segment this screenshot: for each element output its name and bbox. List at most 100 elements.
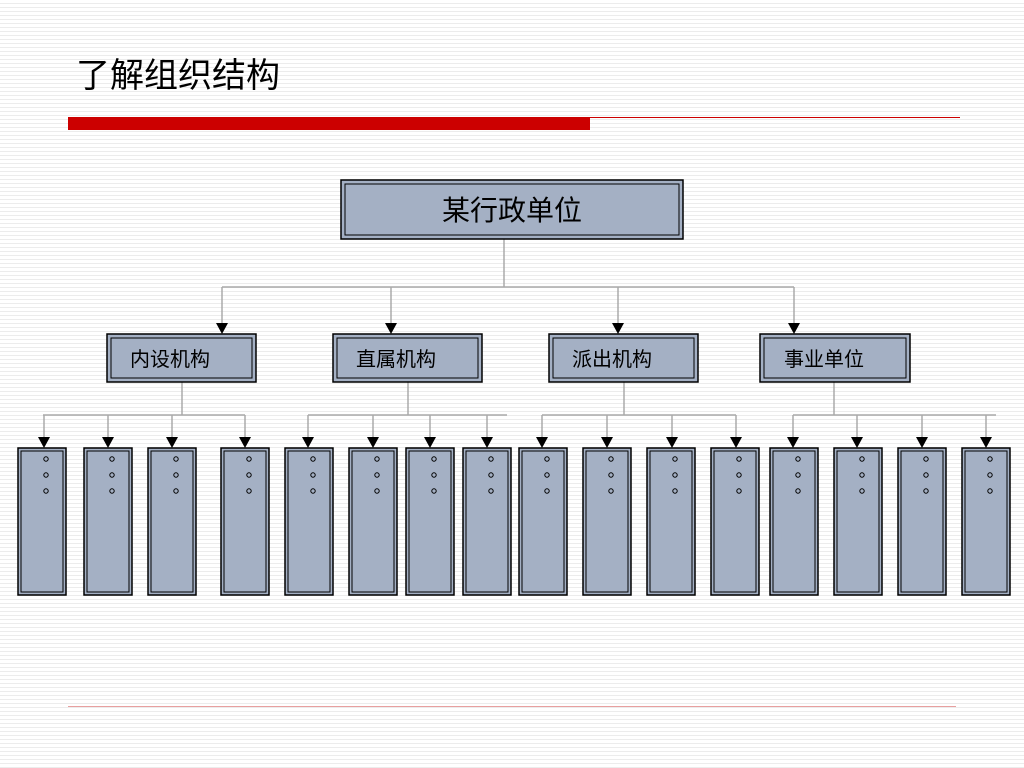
arrow-head xyxy=(302,437,314,448)
arrow-head xyxy=(166,437,178,448)
dept-node-affiliated: 直属机构 xyxy=(332,333,483,383)
ellipsis-dot xyxy=(795,472,801,478)
sub-unit-box xyxy=(284,447,334,596)
arrow-head xyxy=(481,437,493,448)
ellipsis-dot xyxy=(544,472,550,478)
ellipsis-dot xyxy=(173,456,179,462)
sub-unit-rect xyxy=(17,447,67,596)
ellipsis-dot xyxy=(431,488,437,494)
sub-unit-inner xyxy=(772,450,816,593)
sub-unit-rect xyxy=(83,447,133,596)
ellipsis-dot xyxy=(544,456,550,462)
sub-unit-rect xyxy=(348,447,398,596)
arrow-head xyxy=(980,437,992,448)
sub-unit-box xyxy=(961,447,1011,596)
sub-unit-box xyxy=(582,447,632,596)
sub-unit-rect xyxy=(833,447,883,596)
dept-node-dispatched: 派出机构 xyxy=(548,333,699,383)
ellipsis-dot xyxy=(859,472,865,478)
sub-unit-box xyxy=(405,447,455,596)
sub-unit-inner xyxy=(585,450,629,593)
arrow-head xyxy=(788,323,800,334)
sub-unit-box xyxy=(518,447,568,596)
ellipsis-dot xyxy=(608,472,614,478)
dept-label: 事业单位 xyxy=(784,347,864,371)
ellipsis-dot xyxy=(608,488,614,494)
ellipsis-dot xyxy=(987,472,993,478)
ellipsis-dot xyxy=(795,488,801,494)
ellipsis-dot xyxy=(374,488,380,494)
ellipsis-dot xyxy=(859,456,865,462)
sub-unit-inner xyxy=(351,450,395,593)
ellipsis-dot xyxy=(43,456,49,462)
sub-unit-rect xyxy=(897,447,947,596)
ellipsis-dot xyxy=(672,456,678,462)
arrow-head xyxy=(612,323,624,334)
sub-unit-inner xyxy=(649,450,693,593)
arrow-head xyxy=(730,437,742,448)
arrow-head xyxy=(787,437,799,448)
ellipsis-dot xyxy=(672,472,678,478)
sub-unit-box xyxy=(833,447,883,596)
sub-unit-box xyxy=(710,447,760,596)
ellipsis-dot xyxy=(109,472,115,478)
ellipsis-dot xyxy=(374,472,380,478)
ellipsis-dot xyxy=(795,456,801,462)
ellipsis-dot xyxy=(672,488,678,494)
arrow-head xyxy=(38,437,50,448)
ellipsis-dot xyxy=(109,488,115,494)
footer-rule xyxy=(68,706,956,707)
title-accent-bar xyxy=(68,117,590,130)
ellipsis-dot xyxy=(488,456,494,462)
ellipsis-dot xyxy=(43,488,49,494)
ellipsis-dot xyxy=(374,456,380,462)
sub-unit-rect xyxy=(518,447,568,596)
sub-unit-inner xyxy=(223,450,267,593)
ellipsis-dot xyxy=(923,488,929,494)
ellipsis-dot xyxy=(736,472,742,478)
sub-unit-inner xyxy=(86,450,130,593)
ellipsis-dot xyxy=(736,488,742,494)
ellipsis-dot xyxy=(431,472,437,478)
ellipsis-dot xyxy=(246,488,252,494)
ellipsis-dot xyxy=(310,456,316,462)
arrow-head xyxy=(666,437,678,448)
arrow-head xyxy=(424,437,436,448)
ellipsis-dot xyxy=(488,488,494,494)
slide-title: 了解组织结构 xyxy=(76,56,280,96)
arrow-head xyxy=(536,437,548,448)
sub-unit-box xyxy=(147,447,197,596)
arrow-head xyxy=(216,323,228,334)
sub-unit-box xyxy=(17,447,67,596)
sub-unit-inner xyxy=(465,450,509,593)
sub-unit-rect xyxy=(462,447,512,596)
sub-unit-box xyxy=(220,447,270,596)
connector-lines xyxy=(38,239,996,448)
sub-unit-box xyxy=(769,447,819,596)
sub-unit-rect xyxy=(220,447,270,596)
sub-unit-inner xyxy=(900,450,944,593)
title-accent-line xyxy=(590,117,960,118)
sub-unit-box xyxy=(348,447,398,596)
sub-unit-rect xyxy=(646,447,696,596)
ellipsis-dot xyxy=(246,472,252,478)
sub-unit-rect xyxy=(405,447,455,596)
sub-unit-inner xyxy=(713,450,757,593)
arrow-head xyxy=(916,437,928,448)
ellipsis-dot xyxy=(608,456,614,462)
ellipsis-dot xyxy=(923,456,929,462)
dept-node-public-institution: 事业单位 xyxy=(759,333,911,383)
ellipsis-dot xyxy=(987,456,993,462)
sub-unit-box xyxy=(462,447,512,596)
ellipsis-dot xyxy=(43,472,49,478)
ellipsis-dot xyxy=(859,488,865,494)
arrow-head xyxy=(367,437,379,448)
sub-unit-inner xyxy=(150,450,194,593)
dept-label: 派出机构 xyxy=(572,347,652,371)
sub-unit-inner xyxy=(408,450,452,593)
arrow-head xyxy=(102,437,114,448)
root-label: 某行政单位 xyxy=(442,194,582,227)
ellipsis-dot xyxy=(488,472,494,478)
arrow-head xyxy=(385,323,397,334)
